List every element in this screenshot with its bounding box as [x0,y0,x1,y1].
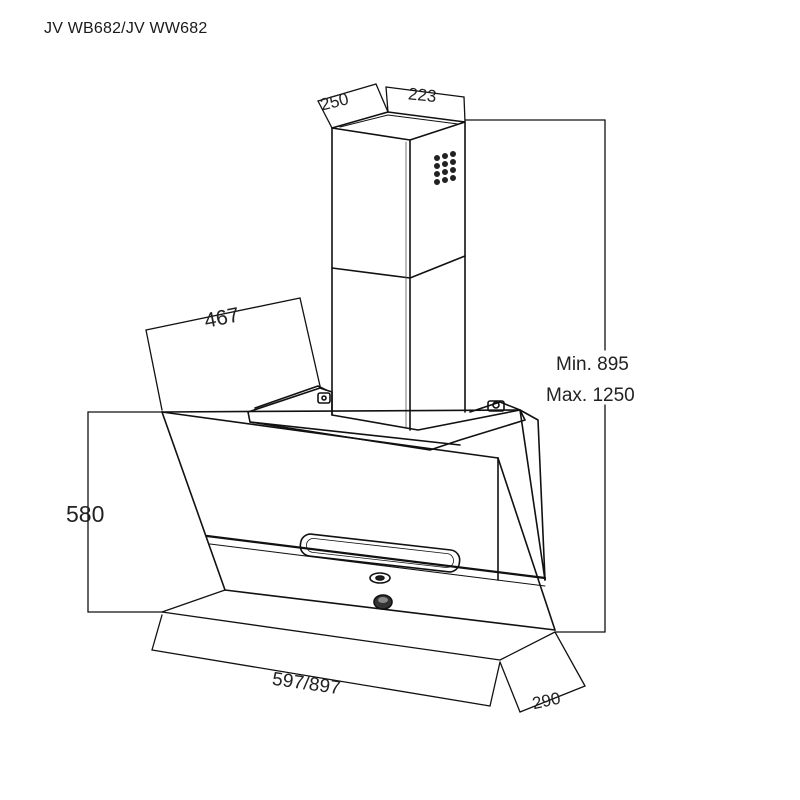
label-height-max: Max. 1250 [546,385,635,406]
label-height-min: Min. 895 [556,354,629,375]
dim-chimney-top [317,83,466,129]
label-chimney-width: 223 [407,84,437,106]
label-width: 597/897 [271,669,342,699]
dim-canopy-height [87,411,163,613]
control-knobs [369,572,393,610]
dim-bottom-footprint [151,589,586,713]
label-chimney-depth: 250 [318,89,350,114]
dim-canopy-slant [145,297,321,411]
vent-grille [434,151,456,185]
top-housing [247,385,526,451]
label-canopy-height: 580 [66,501,104,527]
dim-total-height [464,119,606,633]
label-canopy-slant: 467 [202,304,241,333]
model-title: JV WB682/JV WW682 [44,20,208,37]
chimney [331,111,466,431]
label-depth: 290 [530,689,562,713]
canopy [161,409,556,631]
